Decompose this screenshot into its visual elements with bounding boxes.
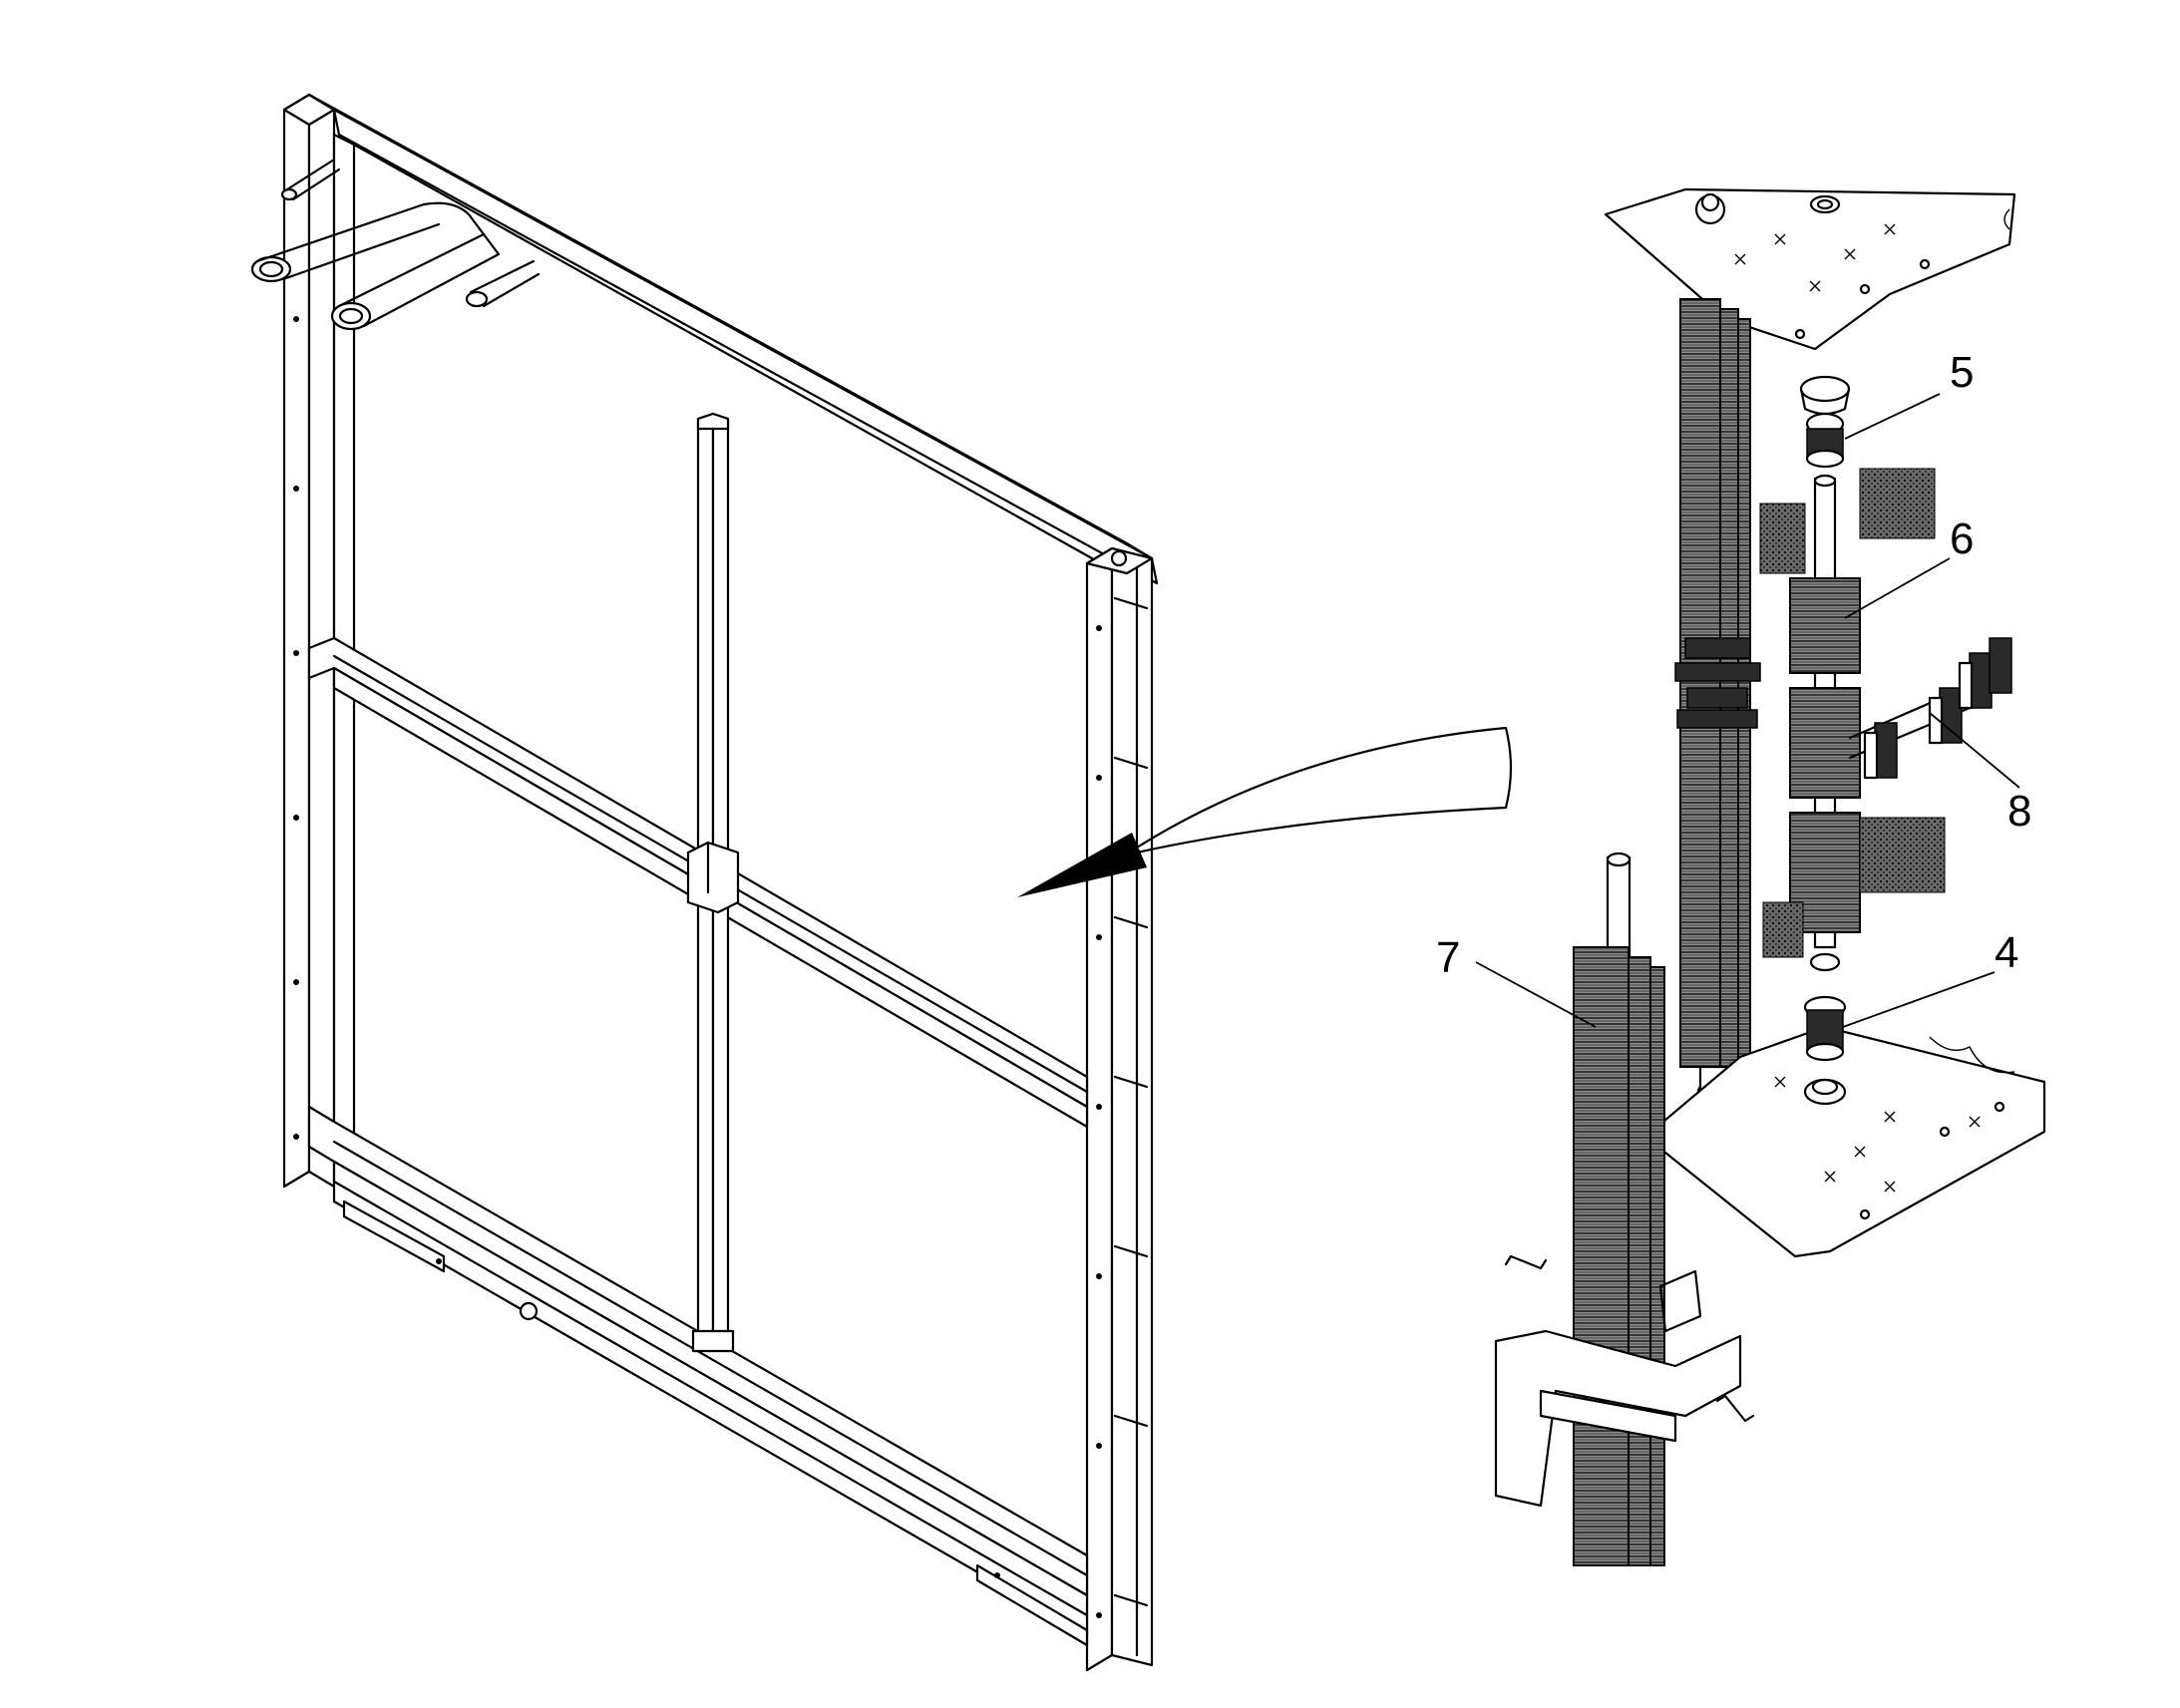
part-4-bushing [1803, 995, 1847, 1062]
callout-8: 8 [2007, 787, 2031, 836]
callout-4: 4 [1995, 928, 2018, 977]
callout-5: 5 [1950, 348, 1974, 397]
callout-7: 7 [1436, 933, 1460, 982]
radiator-frame [250, 93, 1513, 1672]
part-7-coil-assembly [1494, 852, 1755, 1566]
leader-lines [1475, 393, 2020, 1028]
exploded-detail: 5 6 8 4 7 [1436, 187, 2046, 1566]
left-post-rivets [293, 316, 299, 1140]
bottom-plate-crosses [1774, 1076, 1981, 1193]
coil-separator-block [1674, 637, 1761, 729]
callout-6: 6 [1950, 514, 1974, 563]
inlet-pipes [250, 158, 541, 331]
front-post-rivets [1096, 625, 1102, 1618]
part-5-bushing [1799, 375, 1851, 469]
front-post-rungs [1113, 566, 1149, 1657]
detail-pointer-arrow [1017, 726, 1513, 897]
part-8-clips [1848, 637, 2012, 780]
top-plate-crosses [1734, 223, 1896, 292]
part-6-coil-segments [1759, 468, 1946, 972]
